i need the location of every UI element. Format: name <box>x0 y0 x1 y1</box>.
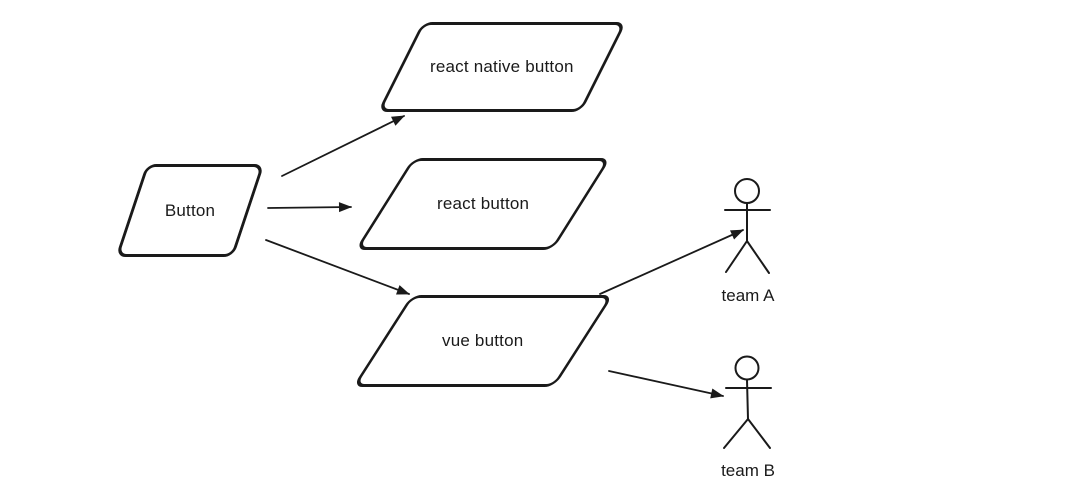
node-react-native-button-label: react native button <box>430 57 574 76</box>
team-b-label: team B <box>721 461 775 480</box>
node-vue-button-label: vue button <box>442 331 524 350</box>
edge-button-to-react-native-button <box>281 115 405 177</box>
team-a-actor-icon <box>724 178 771 274</box>
node-button-label: Button <box>164 200 216 220</box>
team-a-label: team A <box>721 286 775 305</box>
edge-vue-button-to-team-a <box>599 229 744 295</box>
team-b-actor-icon <box>723 355 772 449</box>
edge-button-to-react-button <box>267 202 352 213</box>
edge-button-to-vue-button <box>265 239 410 295</box>
edge-vue-button-to-team-b <box>608 370 724 399</box>
node-react-button-label: react button <box>436 194 530 213</box>
